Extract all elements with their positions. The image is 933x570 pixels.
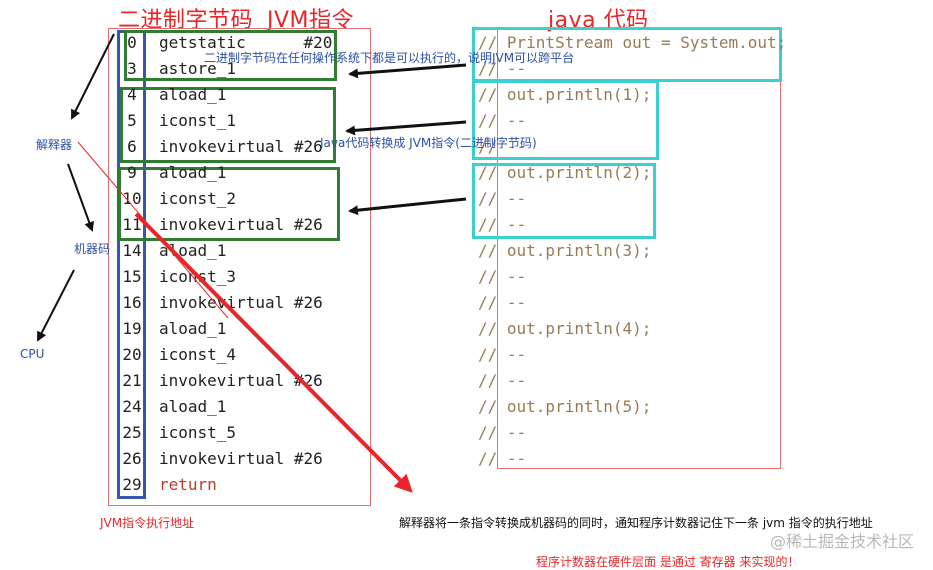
arrow-java-to-jvm-2 xyxy=(348,197,467,216)
instruction-row: 3 astore_1 // -- xyxy=(0,56,933,82)
instruction-op: iconst_4 xyxy=(159,345,237,364)
label-interpreter: 解释器 xyxy=(36,138,73,152)
instruction-row: 20 iconst_4 // -- xyxy=(0,342,933,368)
note-cross-platform: 二进制字节码在任何操作系统下都是可以执行的，说明JVM可以跨平台 xyxy=(204,51,575,65)
instruction-op: return xyxy=(159,475,217,494)
instruction-offset: 15 xyxy=(122,267,142,286)
instruction-op: aload_1 xyxy=(159,163,227,182)
instruction-op: aload_1 xyxy=(159,85,227,104)
instruction-group-0 xyxy=(124,30,337,81)
instruction-offset: 3 xyxy=(127,59,137,78)
instruction-offset: 14 xyxy=(122,241,142,260)
instruction-offset: 9 xyxy=(127,163,137,182)
instruction-row: 24 aload_1 // out.println(5); xyxy=(0,394,933,420)
java-group-1 xyxy=(472,80,659,160)
instruction-group-2 xyxy=(118,167,340,241)
instruction-op: iconst_1 xyxy=(159,111,237,130)
java-comment: // out.println(1); xyxy=(478,85,652,104)
java-comment: // out.println(5); xyxy=(478,397,652,416)
instruction-group-1 xyxy=(120,87,336,163)
instruction-row: 29 return xyxy=(0,472,933,498)
instruction-offset: 6 xyxy=(127,137,137,156)
instruction-row: 6 invokevirtual #26 // -- xyxy=(0,134,933,160)
java-comment: // -- xyxy=(478,293,527,312)
instruction-row: 26 invokevirtual #26 // -- xyxy=(0,446,933,472)
instruction-offset: 4 xyxy=(127,85,137,104)
java-comment: // -- xyxy=(478,137,527,156)
bytecode-panel xyxy=(108,28,371,506)
instruction-offset: 11 xyxy=(122,215,142,234)
java-comment: // -- xyxy=(478,189,527,208)
instruction-op: astore_1 xyxy=(159,59,237,78)
instruction-row: 5 iconst_1 // -- xyxy=(0,108,933,134)
java-comment: // -- xyxy=(478,59,527,78)
instruction-row: 25 iconst_5 // -- xyxy=(0,420,933,446)
java-comment: // -- xyxy=(478,111,527,130)
instruction-op: aload_1 xyxy=(159,319,227,338)
instruction-op: invokevirtual #26 xyxy=(159,215,323,234)
java-comment: // -- xyxy=(478,215,527,234)
label-machine-code: 机器码 xyxy=(74,242,111,256)
note-java-to-jvm: Java代码转换成 JVM指令(二进制字节码) xyxy=(320,136,537,150)
instruction-offset: 19 xyxy=(122,319,142,338)
note-pc-register: 程序计数器在硬件层面 是通过 寄存器 来实现的！ xyxy=(536,555,800,569)
arrow-machine-code-to-cpu xyxy=(37,269,75,342)
instruction-offset: 5 xyxy=(127,111,137,130)
instruction-op: iconst_2 xyxy=(159,189,237,208)
instruction-offset: 0 xyxy=(127,33,137,52)
java-comment: // out.println(4); xyxy=(478,319,652,338)
label-cpu: CPU xyxy=(20,347,45,361)
java-comment: // PrintStream out = System.out; xyxy=(478,33,787,52)
java-comment: // out.println(2); xyxy=(478,163,652,182)
instruction-row: 19 aload_1 // out.println(4); xyxy=(0,316,933,342)
instruction-offset: 24 xyxy=(122,397,142,416)
instruction-row: 11 invokevirtual #26 // -- xyxy=(0,212,933,238)
arrow-interpreter-to-machine-code xyxy=(67,163,94,232)
instruction-op: invokevirtual #26 xyxy=(159,371,323,390)
instruction-offset: 25 xyxy=(122,423,142,442)
instruction-row: 0 getstatic #20 // PrintStream out = Sys… xyxy=(0,30,933,56)
instruction-op: iconst_5 xyxy=(159,423,237,442)
instruction-op: invokevirtual #26 xyxy=(159,137,323,156)
instruction-offset: 16 xyxy=(122,293,142,312)
instruction-offset: 26 xyxy=(122,449,142,468)
instruction-offset: 10 xyxy=(122,189,142,208)
java-comment: // -- xyxy=(478,371,527,390)
java-comment: // -- xyxy=(478,267,527,286)
instruction-op: aload_1 xyxy=(159,397,227,416)
pc-red-arrow xyxy=(134,212,413,493)
java-comment: // -- xyxy=(478,345,527,364)
java-group-2 xyxy=(472,163,656,239)
arrow-java-to-jvm-0 xyxy=(348,63,467,79)
java-comment: // -- xyxy=(478,423,527,442)
instruction-row: 9 aload_1 // out.println(2); xyxy=(0,160,933,186)
instruction-row: 10 iconst_2 // -- xyxy=(0,186,933,212)
watermark: @稀土掘金技术社区 xyxy=(770,532,915,551)
instruction-row: 4 aload_1 // out.println(1); xyxy=(0,82,933,108)
instruction-row: 21 invokevirtual #26 // -- xyxy=(0,368,933,394)
instruction-offset: 21 xyxy=(122,371,142,390)
instruction-op: getstatic #20 xyxy=(159,33,333,52)
label-jvm-exec-address: JVM指令执行地址 xyxy=(100,516,195,530)
java-comment: // out.println(3); xyxy=(478,241,652,260)
instruction-offset: 20 xyxy=(122,345,142,364)
arrow-java-to-jvm-1 xyxy=(345,120,467,136)
note-interpreter-desc: 解释器将一条指令转换成机器码的同时，通知程序计数器记住下一条 jvm 指令的执行… xyxy=(399,516,873,530)
instruction-offset: 29 xyxy=(122,475,142,494)
arrow-bytecode-to-interpreter xyxy=(71,33,115,120)
instruction-op: invokevirtual #26 xyxy=(159,449,323,468)
java-comment: // -- xyxy=(478,449,527,468)
